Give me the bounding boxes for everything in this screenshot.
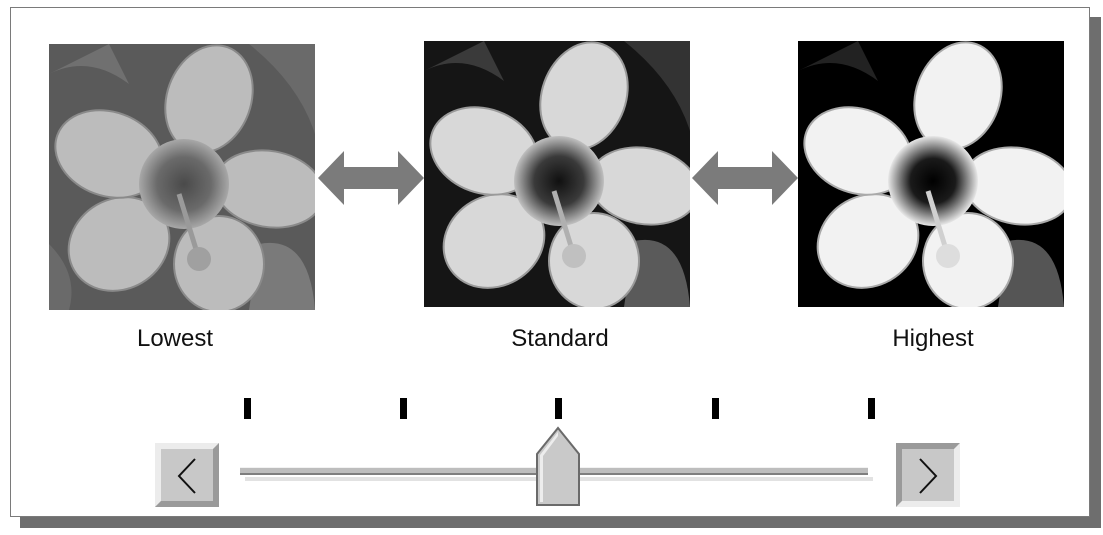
slider-thumb[interactable] bbox=[535, 426, 581, 508]
photo-standard bbox=[424, 41, 690, 307]
flower-photo-standard-icon bbox=[424, 41, 690, 307]
photo-highest bbox=[798, 41, 1064, 307]
chevron-left-icon bbox=[177, 458, 196, 494]
double-arrow-icon bbox=[692, 151, 798, 205]
slider-tick bbox=[555, 398, 562, 419]
caption-standard: Standard bbox=[511, 325, 609, 352]
slider-tick bbox=[244, 398, 251, 419]
flower-photo-lowest-icon bbox=[49, 44, 315, 310]
photo-lowest bbox=[49, 44, 315, 310]
increase-button[interactable] bbox=[896, 443, 960, 507]
decrease-button[interactable] bbox=[155, 443, 219, 507]
slider-tick bbox=[868, 398, 875, 419]
caption-lowest: Lowest bbox=[136, 325, 214, 352]
double-arrow-icon bbox=[318, 151, 424, 205]
slider-tick bbox=[712, 398, 719, 419]
slider-tick bbox=[400, 398, 407, 419]
chevron-right-icon bbox=[919, 458, 938, 494]
caption-highest: Highest bbox=[892, 325, 974, 352]
flower-photo-highest-icon bbox=[798, 41, 1064, 307]
